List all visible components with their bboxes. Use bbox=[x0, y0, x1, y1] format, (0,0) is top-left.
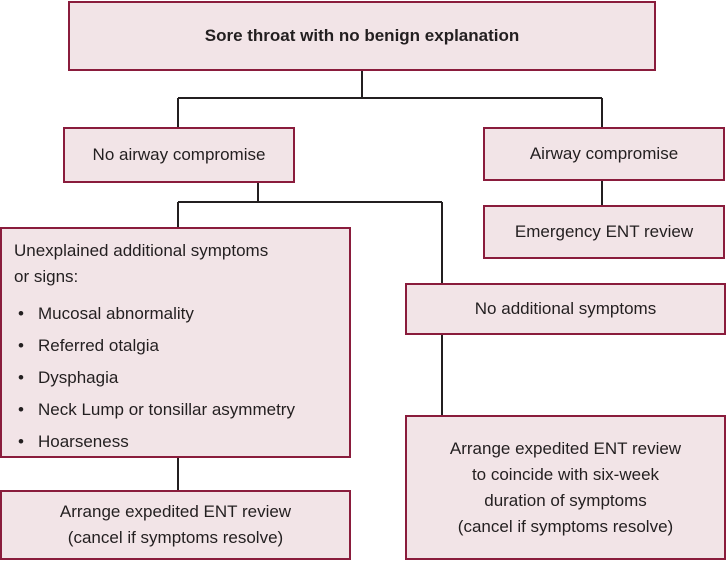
no-airway-node: No airway compromise bbox=[63, 127, 295, 183]
expedited-right-line1: Arrange expedited ENT review bbox=[449, 438, 682, 458]
expedited-left-line1: Arrange expedited ENT review bbox=[59, 502, 292, 521]
symptom-item: Neck Lump or tonsillar asymmetry bbox=[14, 394, 295, 426]
no-additional-label: No additional symptoms bbox=[474, 298, 657, 318]
unexplained-content: Unexplained additional symptoms or signs… bbox=[14, 238, 295, 458]
expedited-left-node: Arrange expedited ENT review (cancel if … bbox=[0, 490, 351, 560]
no-airway-label: No airway compromise bbox=[92, 144, 266, 164]
symptom-item: Referred otalgia bbox=[14, 330, 295, 362]
unexplained-heading: Unexplained additional symptoms or signs… bbox=[14, 238, 295, 290]
symptom-item: Hoarseness bbox=[14, 426, 295, 458]
unexplained-heading-line2: or signs: bbox=[14, 267, 79, 286]
airway-label: Airway compromise bbox=[529, 143, 679, 163]
expedited-right-line3: duration of symptoms bbox=[484, 490, 647, 510]
expedited-right-node: Arrange expedited ENT review to coincide… bbox=[405, 415, 726, 560]
root-node: Sore throat with no benign explanation bbox=[68, 1, 656, 71]
expedited-left-text: Arrange expedited ENT review (cancel if … bbox=[60, 499, 291, 551]
expedited-right-text: Arrange expedited ENT review to coincide… bbox=[450, 436, 681, 540]
expedited-right-line4: (cancel if symptoms resolve) bbox=[457, 516, 674, 536]
unexplained-symptom-list: Mucosal abnormality Referred otalgia Dys… bbox=[14, 298, 295, 458]
symptom-item: Mucosal abnormality bbox=[14, 298, 295, 330]
emergency-label: Emergency ENT review bbox=[514, 221, 694, 241]
unexplained-node: Unexplained additional symptoms or signs… bbox=[0, 227, 351, 458]
expedited-right-line2: to coincide with six-week bbox=[471, 464, 660, 484]
airway-node: Airway compromise bbox=[483, 127, 725, 181]
root-node-label: Sore throat with no benign explanation bbox=[204, 25, 520, 45]
emergency-node: Emergency ENT review bbox=[483, 205, 725, 259]
symptom-item: Dysphagia bbox=[14, 362, 295, 394]
no-additional-node: No additional symptoms bbox=[405, 283, 726, 335]
unexplained-heading-line1: Unexplained additional symptoms bbox=[14, 241, 269, 260]
expedited-left-line2: (cancel if symptoms resolve) bbox=[67, 528, 284, 547]
